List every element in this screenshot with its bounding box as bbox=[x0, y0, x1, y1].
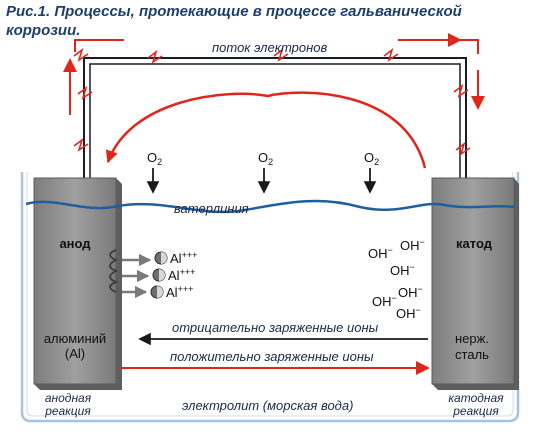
electron-flow-label: поток электронов bbox=[212, 40, 328, 55]
cathode-material-line2: сталь bbox=[455, 347, 489, 362]
anodic-reaction-line1: анодная bbox=[45, 391, 92, 405]
wire-flow-arrow-top-left bbox=[74, 39, 124, 52]
waterline-wave bbox=[25, 199, 515, 214]
oxygen-symbol: O bbox=[364, 150, 374, 165]
al-ion-label-2: Al+++ bbox=[168, 267, 195, 283]
oxygen-label-3: O2 bbox=[364, 150, 379, 167]
tank-outline bbox=[20, 172, 520, 423]
hydroxide-label-4: OH− bbox=[398, 284, 423, 300]
waterline-label: ватерлиния bbox=[174, 201, 249, 216]
hydroxide-label-6: OH− bbox=[396, 305, 421, 321]
anode-material-line2: (Al) bbox=[65, 346, 85, 361]
external-wire-inner bbox=[89, 63, 461, 180]
negative-ions-label: отрицательно заряженные ионы bbox=[172, 320, 379, 335]
hydroxide-label-1: OH− bbox=[368, 245, 393, 261]
anode-title: анод bbox=[59, 236, 91, 251]
electrolyte-label: электролит (морская вода) bbox=[182, 398, 353, 413]
anode-material-line1: алюминий bbox=[44, 331, 106, 346]
al-ion-label-3: Al+++ bbox=[166, 284, 193, 300]
cathode-title: катод bbox=[456, 236, 493, 251]
oxygen-subscript: 2 bbox=[157, 157, 162, 167]
hydroxide-label-3: OH− bbox=[390, 262, 415, 278]
oxygen-label-1: O2 bbox=[147, 150, 162, 167]
cathode-material-line1: нерж. bbox=[455, 331, 489, 346]
figure-title: Рис.1. Процессы, протекающие в процессе … bbox=[6, 3, 462, 39]
svg-text:O2: O2 bbox=[364, 150, 379, 167]
external-wire-outer bbox=[83, 57, 467, 180]
positive-ions-label: положительно заряженные ионы bbox=[170, 349, 374, 364]
hydroxide-label-5: OH− bbox=[372, 293, 397, 309]
electron-arc-arrow bbox=[105, 91, 427, 169]
cathodic-reaction-line1: катодная bbox=[448, 391, 504, 405]
oxygen-symbol: O bbox=[258, 150, 268, 165]
oxygen-label-2: O2 bbox=[258, 150, 273, 167]
anode-electrode bbox=[33, 177, 122, 390]
hydroxide-label-2: OH− bbox=[400, 237, 425, 253]
anodic-reaction-line2: реакция bbox=[44, 404, 91, 418]
wire-flow-arrow-right-corner bbox=[460, 39, 479, 54]
cathode-electrode bbox=[431, 177, 519, 390]
anode-pitting bbox=[109, 249, 119, 293]
tank-outline-inner bbox=[26, 172, 514, 417]
oxygen-subscript: 2 bbox=[268, 157, 273, 167]
cathodic-reaction-line2: реакция bbox=[452, 404, 499, 418]
al-ion-label-1: Al+++ bbox=[170, 250, 197, 266]
oxygen-subscript: 2 bbox=[374, 157, 379, 167]
svg-text:O2: O2 bbox=[258, 150, 273, 167]
electron-spark-icon bbox=[73, 47, 471, 156]
oxygen-symbol: O bbox=[147, 150, 157, 165]
al-ion-sphere-icon bbox=[150, 251, 168, 299]
svg-text:O2: O2 bbox=[147, 150, 162, 167]
